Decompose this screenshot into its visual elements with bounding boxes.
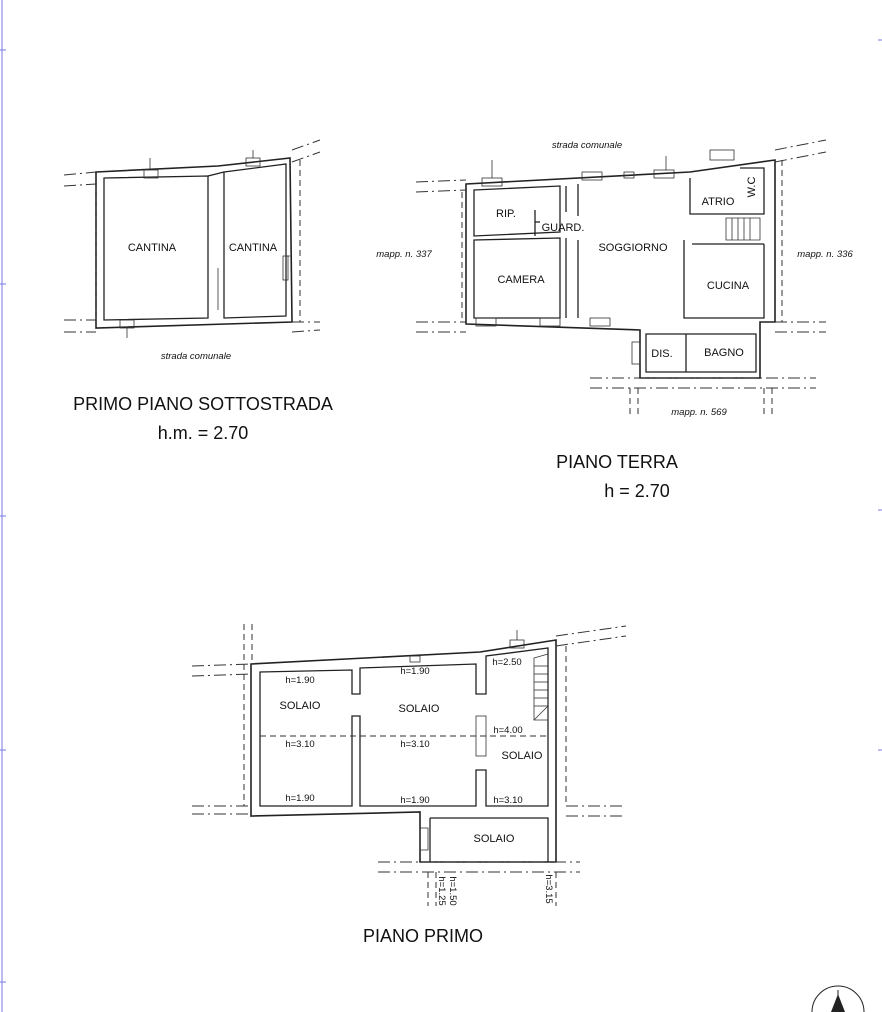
soggiorno-label: SOGGIORNO [598,242,668,254]
dis-label: DIS. [651,348,672,360]
height-label-9: h=3.10 [493,795,522,806]
height-label-v2: h=1.50 [447,876,458,905]
atrio-label: ATRIO [702,196,735,208]
cantina-right-label: CANTINA [229,242,278,254]
solaio-label-1: SOLAIO [280,700,321,712]
height-label-4: h=3.10 [285,739,314,750]
height-label-2: h=1.90 [400,666,429,677]
plan1-title: PRIMO PIANO SOTTOSTRADA [73,394,333,414]
strada-comunale-note: strada comunale [161,351,231,362]
rip-label: RIP. [496,208,516,220]
guard-label: GUARD. [542,222,585,234]
cantina-left-label: CANTINA [128,242,177,254]
solaio-label-2: SOLAIO [399,703,440,715]
mapp-569-note: mapp. n. 569 [671,407,727,418]
plan-sottostrada [63,139,321,338]
plan1-height: h.m. = 2.70 [158,423,249,443]
height-label-5: h=3.10 [400,739,429,750]
height-label-6: h=4.00 [493,725,522,736]
wc-label: W.C [746,177,758,198]
plan2-height: h = 2.70 [604,481,670,501]
plan2-title: PIANO TERRA [556,452,678,472]
north-arrow-icon [811,985,865,1012]
plan3-title: PIANO PRIMO [363,926,483,946]
strada-comunale-note-2: strada comunale [552,140,622,151]
mapp-336-note: mapp. n. 336 [797,249,853,260]
height-label-v1: h=1.25 [436,876,447,905]
plan-piano-primo [191,624,627,906]
bagno-label: BAGNO [704,347,744,359]
height-label-3: h=2.50 [492,657,521,668]
cucina-label: CUCINA [707,280,750,292]
mapp-337-note: mapp. n. 337 [376,249,432,260]
height-label-8: h=1.90 [400,795,429,806]
height-label-v3: h=3.15 [543,874,554,903]
plan-piano-terra [415,139,827,418]
solaio-label-3: SOLAIO [502,750,543,762]
solaio-label-4: SOLAIO [474,833,515,845]
height-label-7: h=1.90 [285,793,314,804]
camera-label: CAMERA [497,274,545,286]
height-label-1: h=1.90 [285,675,314,686]
